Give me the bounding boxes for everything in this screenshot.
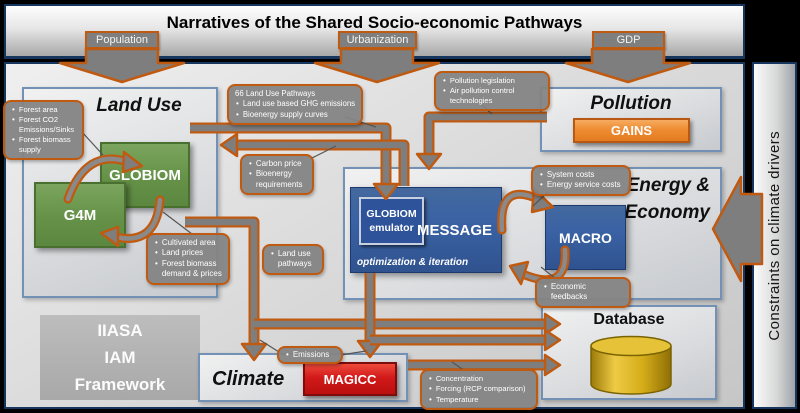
driver-tab-gdp: GDP [592,31,665,49]
bullet-icon [284,350,293,360]
pollution-title: Pollution [590,93,672,114]
bullet-icon [542,282,551,303]
bullet-icon [427,395,436,405]
bullet-icon [10,135,19,155]
economic-feedbacks-callout: Economic feedbacks [535,277,631,308]
forest-inputs-callout: Forest area Forest CO2 Emissions/Sinks F… [3,100,84,160]
message-model-box: GLOBIOM emulator MESSAGE optimization & … [350,187,502,273]
cultivated-area-callout: Cultivated area Land prices Forest bioma… [146,233,230,285]
bullet-icon [269,249,278,270]
bullet-icon [153,238,162,248]
system-costs-callout: System costs Energy service costs [531,165,631,196]
climate-outputs-callout: Concentration Forcing (RCP comparison) T… [420,369,538,411]
bullet-icon [441,86,450,106]
database-title: Database [593,311,665,328]
optimization-iteration-caption: optimization & iteration [357,257,469,268]
bullet-icon [427,374,436,384]
bullet-icon [153,259,162,280]
bullet-icon [10,105,19,115]
bullet-icon [538,170,547,180]
bullet-icon [247,159,256,169]
iiasa-iam-framework-label: IIASA IAM Framework [40,315,200,400]
bullet-icon [234,110,243,120]
land-use-pathways-callout: Land use pathways [262,244,324,275]
bullet-icon [441,76,450,86]
gains-model-box: GAINS [573,118,690,143]
bullet-icon [427,384,436,394]
magicc-model-box: MAGICC [303,362,397,396]
bullet-icon [10,115,19,135]
globiom-emulator-box: GLOBIOM emulator [359,197,424,245]
bullet-icon [234,99,243,109]
carbon-price-callout: Carbon price Bioenergy requirements [240,154,314,196]
bullet-icon [538,180,547,190]
database-box: Database [541,305,717,400]
land-use-title: Land Use [96,95,182,116]
pollution-legislation-callout: Pollution legislation Air pollution cont… [434,71,550,112]
banner-title: Narratives of the Shared Socio-economic … [166,13,583,32]
macro-model-box: MACRO [545,205,626,270]
bullet-icon [153,248,162,258]
constraints-label: Constraints on climate drivers [766,130,783,341]
emissions-callout: Emissions [277,346,343,365]
climate-title: Climate [212,368,285,390]
driver-tab-population: Population [85,31,159,49]
land-use-pathways-66-callout: 66 Land Use Pathways Land use based GHG … [227,84,363,125]
constraints-panel: Constraints on climate drivers [752,62,797,409]
database-cylinder-icon [590,335,672,395]
bullet-icon [247,169,256,190]
g4m-model-box: G4M [34,182,126,248]
message-label: MESSAGE [416,222,492,239]
energy-economy-title: Energy & Economy [624,175,710,223]
driver-tab-urbanization: Urbanization [338,31,417,49]
